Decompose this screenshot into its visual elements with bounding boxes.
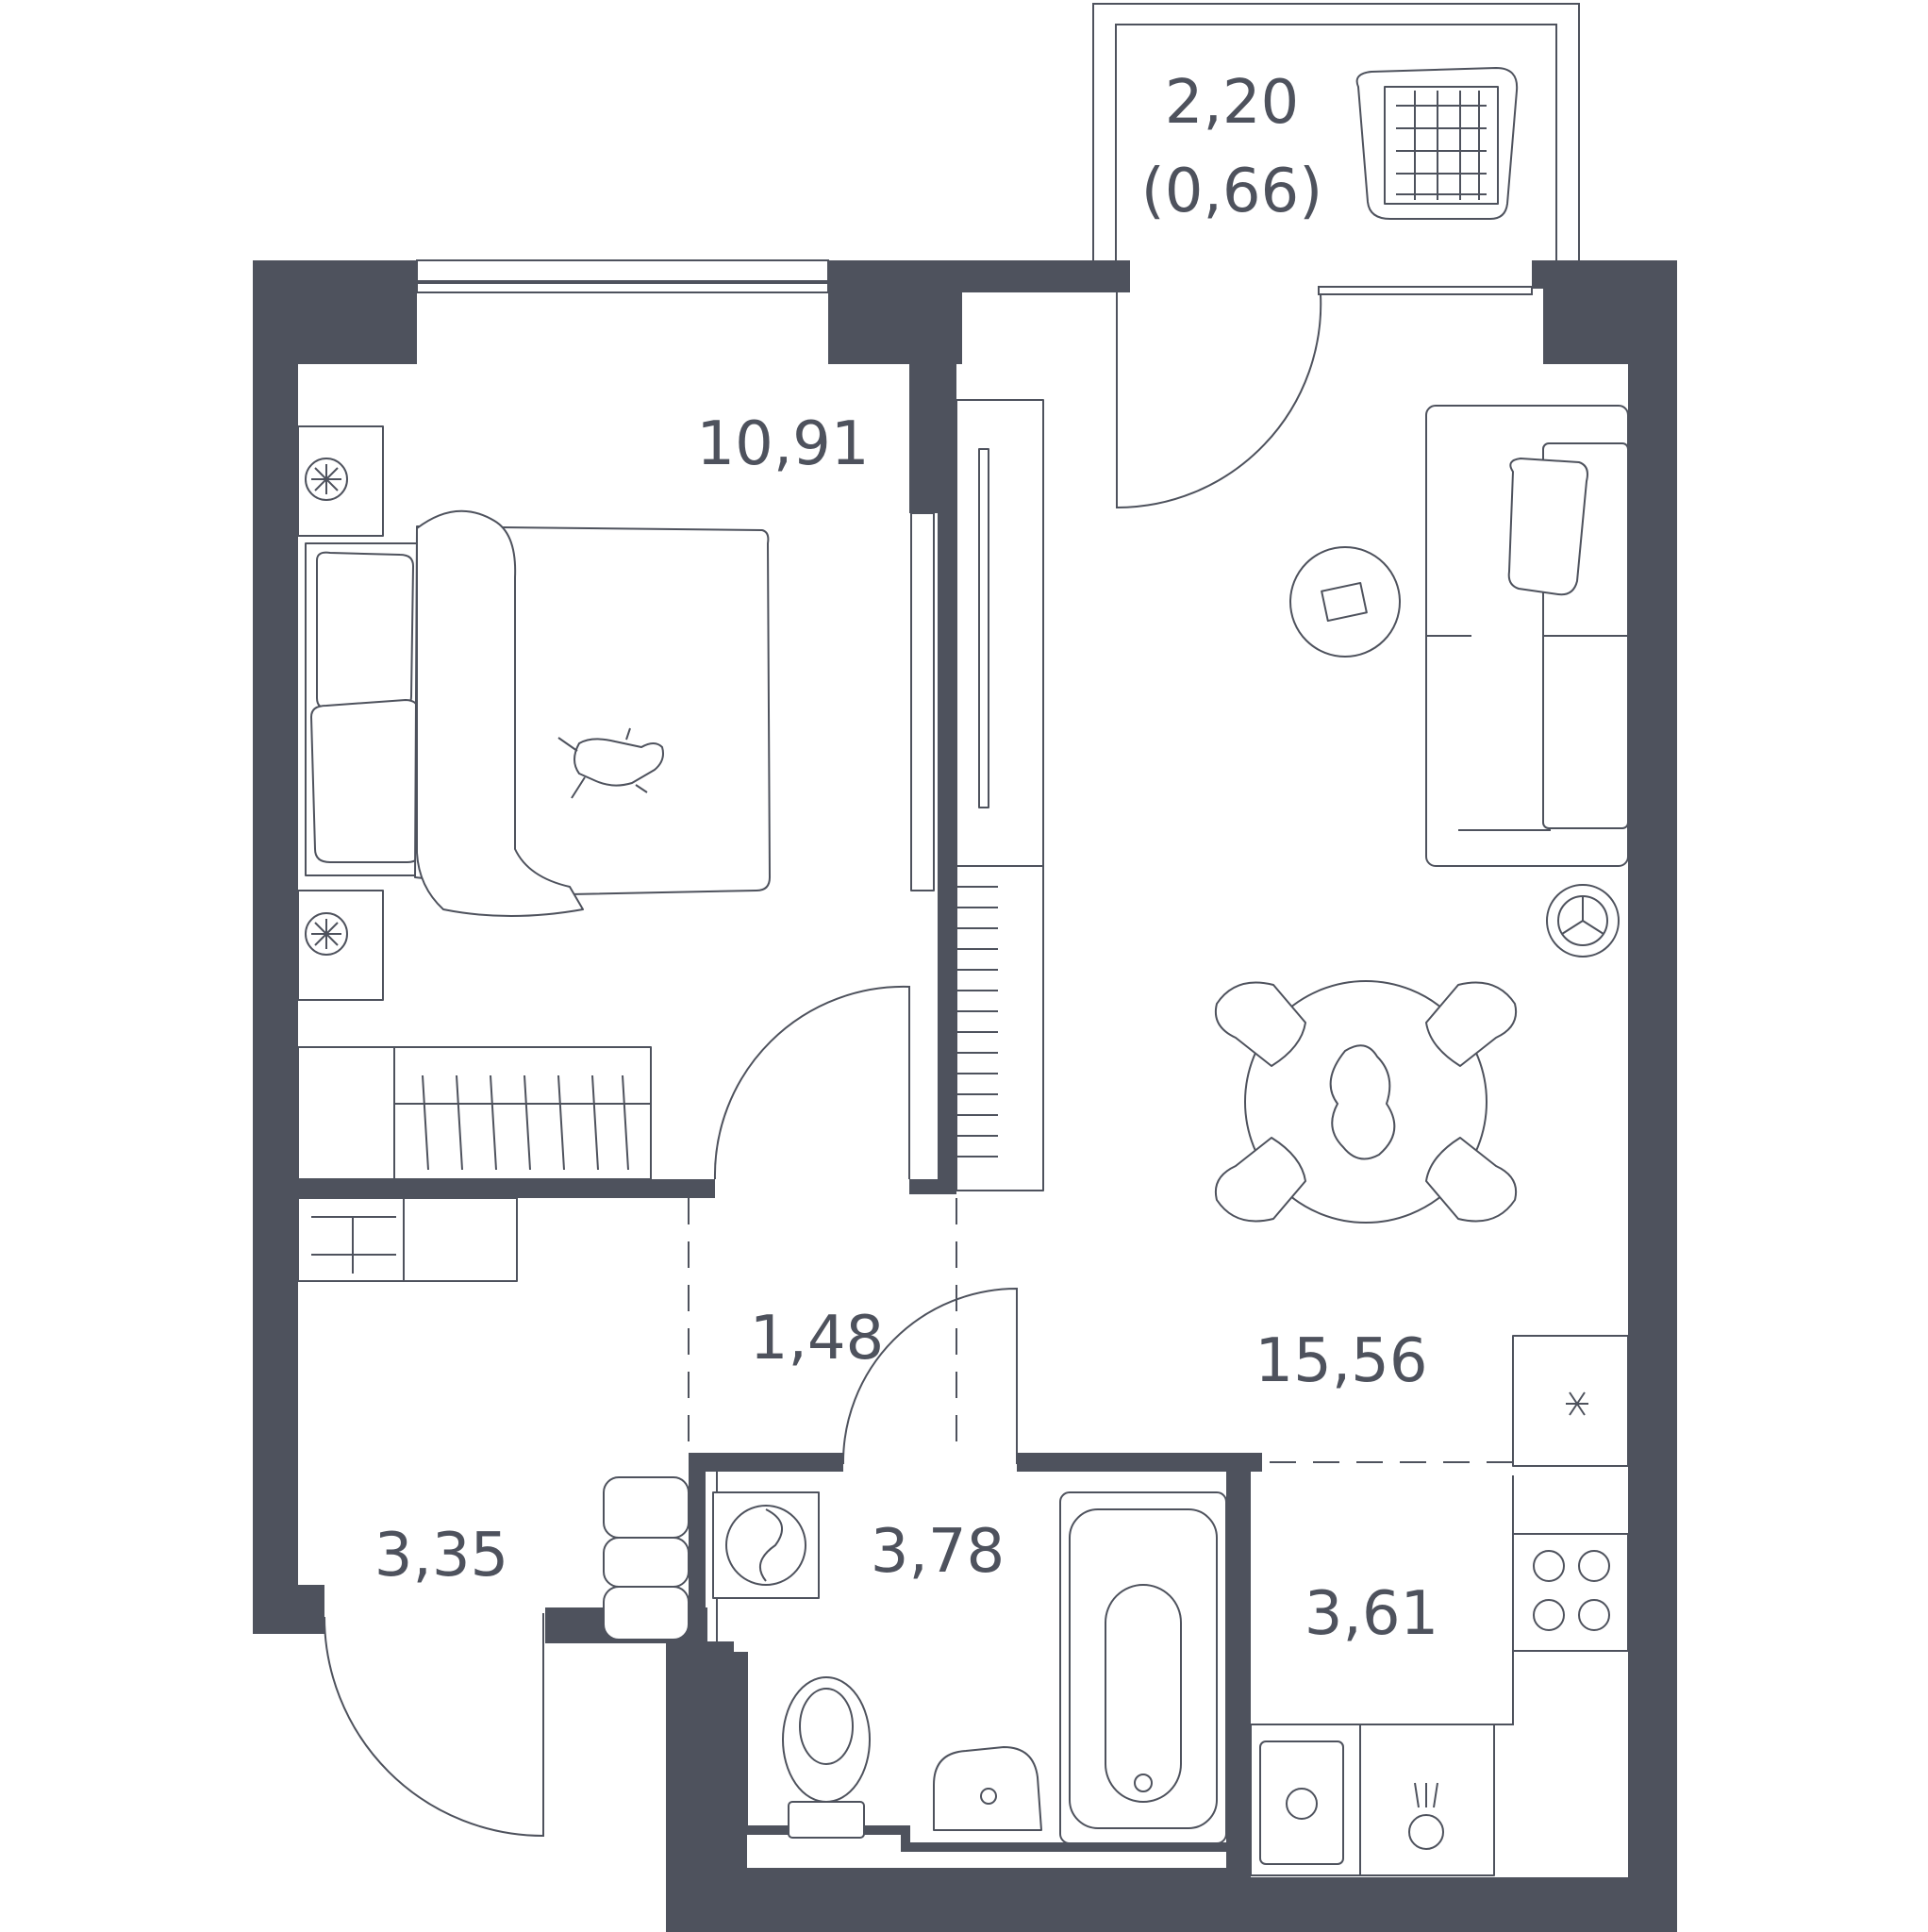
nightstand-lamp-icon — [297, 425, 384, 1001]
living-window — [1318, 286, 1533, 295]
living-room-area-label: 15,56 — [1255, 1326, 1427, 1396]
bedroom-area-label: 10,91 — [696, 409, 869, 479]
dining-chair-icon — [1215, 981, 1517, 1223]
bathroom-area-label: 3,78 — [871, 1517, 1006, 1587]
balcony-area-label: 2,20 — [1165, 68, 1300, 138]
bedroom-door — [713, 985, 910, 1180]
kitchen-area-label: 3,61 — [1305, 1579, 1439, 1649]
sofa-icon — [1425, 405, 1629, 867]
shoe-cabinet-icon — [297, 1197, 518, 1282]
bedroom-window — [416, 259, 829, 282]
kitchen-tap-icon — [1359, 1724, 1495, 1876]
sink-icon — [1250, 1724, 1361, 1876]
coffee-table-icon — [1289, 546, 1401, 658]
laundry-basket-icon — [1355, 67, 1519, 220]
doors — [324, 292, 1628, 1838]
corridor-area-label: 1,48 — [750, 1304, 885, 1374]
wardrobe-icon — [297, 1046, 652, 1180]
entrance-door — [324, 1613, 544, 1838]
floor-lamp-icon — [1546, 884, 1620, 958]
cat-icon — [557, 727, 664, 799]
bathroom-door — [841, 1287, 1018, 1465]
round-dining-table-icon — [1244, 980, 1488, 1224]
balcony — [1092, 3, 1580, 260]
stove-icon — [1512, 1533, 1629, 1652]
balcony-area-reduced-label: (0,66) — [1141, 157, 1322, 226]
bed-icon — [305, 509, 771, 917]
area-labels: 2,20 (0,66) 10,91 1,48 15,56 3,35 3,78 3… — [374, 68, 1439, 1649]
balcony-door — [1116, 292, 1322, 509]
hall-area-label: 3,35 — [374, 1521, 509, 1591]
room-divider-panels — [910, 399, 1044, 1191]
toilet-icon — [782, 1676, 871, 1839]
washing-machine-icon — [712, 1491, 820, 1599]
bathtub-icon — [1059, 1491, 1227, 1844]
washbasin-icon — [933, 1746, 1042, 1831]
refrigerator-icon — [1512, 1335, 1629, 1467]
pouf-icon — [603, 1476, 690, 1641]
